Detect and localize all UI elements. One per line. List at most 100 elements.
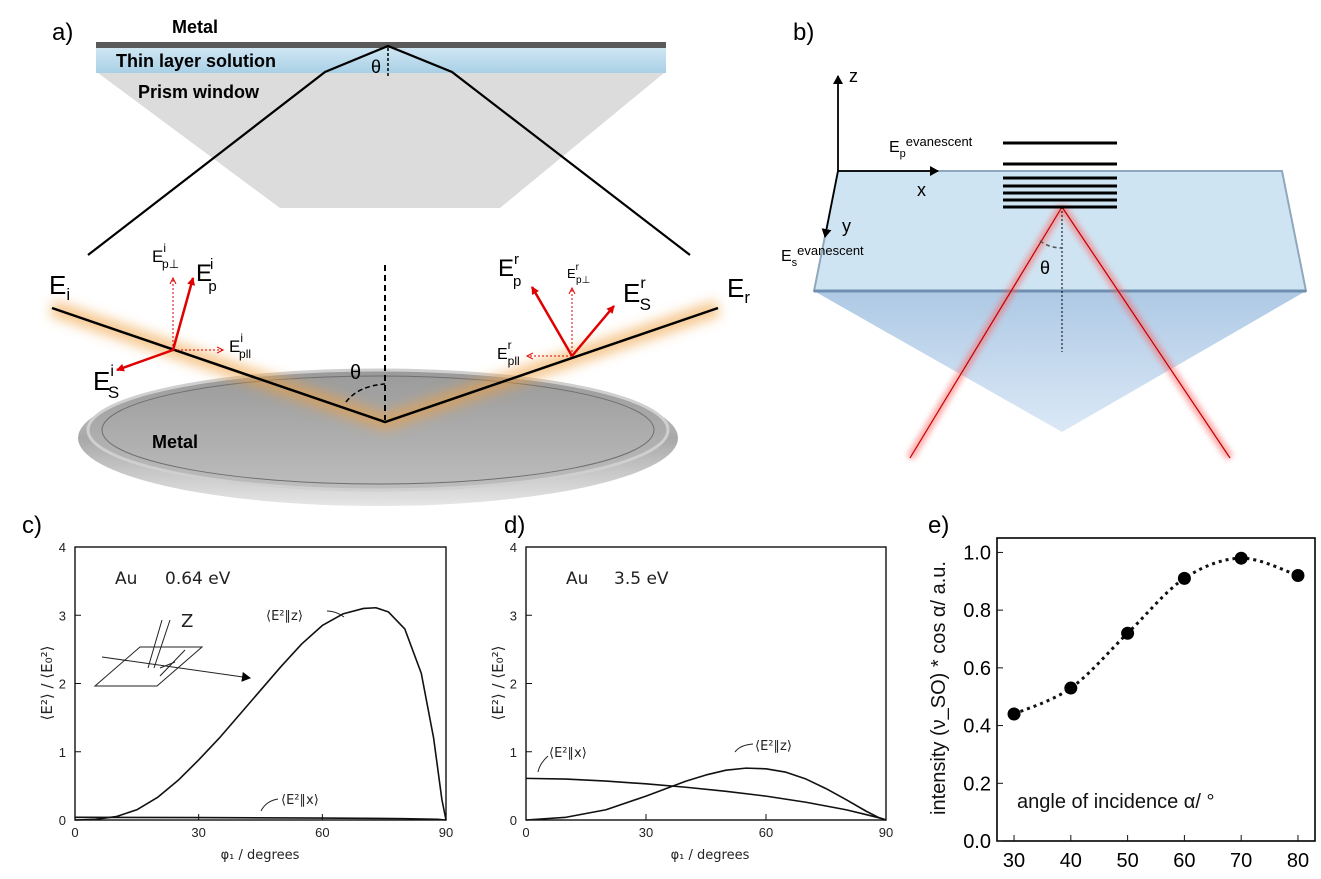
chart-e-annotation: angle of incidence α/ ° [1017, 791, 1214, 813]
prism-shape [814, 291, 1306, 432]
y-axis-label: y [842, 216, 851, 236]
chart-e-xtick-label: 40 [1060, 850, 1082, 872]
incident-red-beam [909, 206, 1063, 459]
chart-d-series [525, 767, 887, 821]
chart-d-xtick-label: 60 [759, 825, 773, 840]
theta-big-label: θ [350, 362, 361, 384]
thin-layer-label: Thin layer solution [116, 51, 276, 71]
ep-i-arrow [171, 277, 195, 351]
chart-c-xtick-label: 30 [191, 825, 205, 840]
chart-c-ytick-label: 2 [59, 677, 66, 692]
chart-d-series-1-line [525, 767, 887, 821]
metal-disc-label: Metal [152, 432, 198, 452]
chart-d-label-Ex-pointer [537, 755, 549, 773]
incident-reflected-beam [51, 306, 719, 424]
reflected-red-beam [1061, 206, 1231, 459]
y-axis-arrow [821, 170, 839, 238]
chart-c-inset-label: Z [181, 611, 193, 632]
panel-d-label: d) [504, 512, 525, 539]
chart-d-label-Ez: ⟨E²∥z⟩ [755, 739, 792, 754]
chart-c-annotation-energy: 0.64 eV [165, 569, 231, 589]
panel-a: a) Metal Thin layer solution Prism windo… [49, 17, 750, 506]
chart-e-data-point [1177, 571, 1191, 585]
chart-c-series [74, 606, 447, 821]
chart-d-ytick-label: 0 [510, 813, 517, 828]
chart-e-xtick-label: 30 [1003, 850, 1025, 872]
chart-d-ytick-label: 4 [510, 540, 517, 555]
chart-c-annotation-metal: Au [115, 569, 137, 589]
chart-e-data-point [1121, 626, 1135, 640]
chart-d-ytick-label: 1 [510, 745, 517, 760]
chart-c-ytick-label: 3 [59, 608, 66, 623]
evanescent-lines [1003, 141, 1117, 209]
chart-d-ytick-label: 3 [510, 608, 517, 623]
chart-d-xtick-label: 0 [522, 825, 529, 840]
chart-e-data-point [1007, 707, 1021, 721]
chart-e-data-point [1291, 569, 1305, 583]
metal-top-layer [96, 42, 666, 48]
chart-c-xtick-label: 60 [315, 825, 329, 840]
thin-layer-solution-shape [96, 48, 666, 73]
chart-e-ytick-label: 0.2 [963, 773, 991, 795]
chart-c-label-Ez-pointer [326, 610, 345, 618]
z-axis-label: z [849, 66, 858, 86]
es-r-arrow [571, 305, 615, 357]
es-i-arrow [116, 348, 174, 372]
chart-e-ylabel: intensity (ν_SO) * cos α/ a.u. [928, 561, 950, 815]
es-evanescent-label: Esevanescent [781, 243, 864, 269]
ep-evanescent-label: Epevanescent [889, 134, 973, 160]
er-label: Er [727, 273, 750, 307]
chart-d-annotation-energy: 3.5 eV [614, 569, 669, 589]
chart-e-ytick-label: 0.6 [963, 658, 991, 680]
chart-e-xtick-label: 60 [1173, 850, 1195, 872]
prism-beam-path [87, 44, 691, 256]
metal-disc-top [86, 368, 670, 492]
chart-e-ytick-label: 1.0 [963, 542, 991, 564]
chart-c-xtick-label: 0 [71, 825, 78, 840]
theta-label-b: θ [1040, 258, 1050, 278]
ei-label: Ei [49, 270, 70, 304]
chart-d-xtick-label: 30 [639, 825, 653, 840]
chart-c-xlabel: φ₁ / degrees [221, 848, 300, 863]
metal-top-label: Metal [172, 17, 218, 37]
chart-c-series-1-line [74, 816, 447, 821]
water-slab [812, 170, 1308, 292]
theta-arc-b [1039, 240, 1063, 249]
panel-b-label: b) [793, 19, 814, 46]
chart-c-ytick-label: 0 [59, 813, 66, 828]
chart-c-inset-diagram [93, 619, 251, 687]
chart-d-annotation-metal: Au [566, 569, 588, 589]
chart-d-ylabel: ⟨E²⟩ / ⟨E₀²⟩ [489, 646, 507, 721]
chart-e-xtick-label: 50 [1116, 850, 1138, 872]
theta-small-label: θ [371, 57, 381, 77]
ep-r-arrow [530, 286, 574, 357]
chart-e-data-point [1064, 681, 1078, 695]
chart-c-label-Ex-pointer [260, 798, 279, 812]
chart-d-xlabel: φ₁ / degrees [671, 848, 750, 863]
chart-e-frame [996, 537, 1316, 842]
chart-d-ytick-label: 2 [510, 677, 517, 692]
panel-a-label: a) [52, 19, 73, 46]
chart-d-label-Ez-pointer [734, 743, 754, 753]
chart-d-series-0-line [525, 777, 887, 821]
theta-arc [345, 383, 386, 403]
chart-c-series-0-line [74, 606, 447, 821]
panel-c-label: c) [22, 512, 42, 539]
chart-d-label-Ex: ⟨E²∥x⟩ [549, 746, 587, 761]
chart-e-ytick-label: 0.4 [963, 716, 991, 738]
chart-e-xtick-label: 70 [1230, 850, 1252, 872]
chart-c-ytick-label: 1 [59, 745, 66, 760]
